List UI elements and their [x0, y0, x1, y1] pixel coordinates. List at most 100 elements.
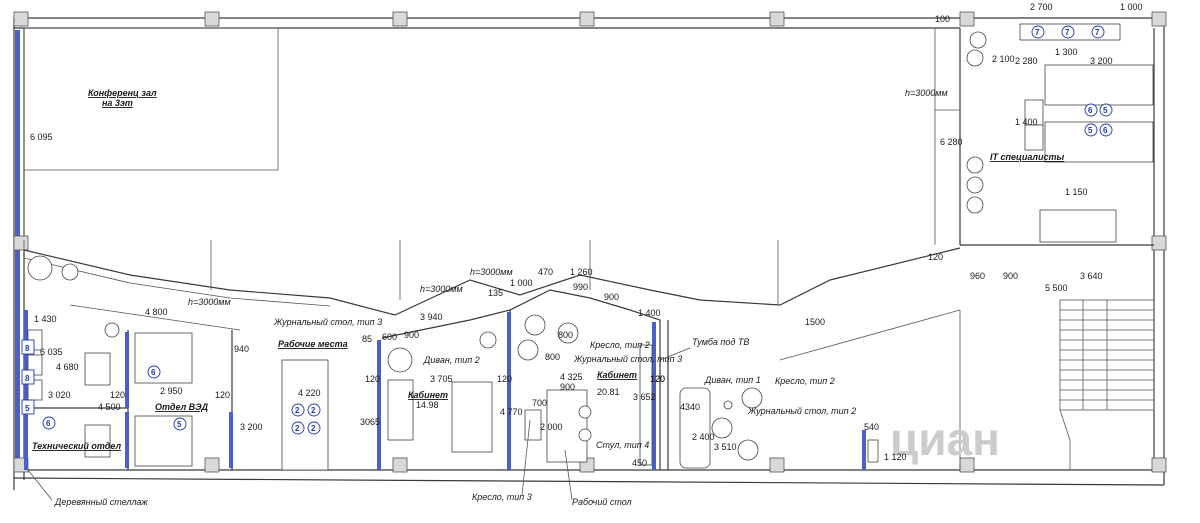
- dim: 4 770: [500, 407, 523, 417]
- dim: 2 100: [992, 54, 1015, 64]
- dim: 470: [538, 267, 553, 277]
- badge: [307, 421, 321, 435]
- badge-text: 2: [311, 424, 316, 433]
- dimensions: 2 700 1 000 100 2 100 1 300 2 280 3 200 …: [30, 2, 1143, 468]
- cabinet1-area: 14.98: [416, 400, 439, 410]
- dim: 4 500: [98, 402, 121, 412]
- badge: [291, 421, 305, 435]
- dim: 800: [545, 352, 560, 362]
- sofa2-label: Диван, тип 2: [423, 355, 480, 365]
- badge: [173, 417, 187, 431]
- dim: 1 000: [510, 278, 533, 288]
- it-label: IT специалисты: [990, 152, 1065, 162]
- journal-table2-label: Журнальный стол, тип 2: [747, 406, 856, 416]
- work-desk-label: Рабочий стол: [572, 497, 632, 507]
- dim: 2 000: [540, 422, 563, 432]
- dim: 4340: [680, 402, 700, 412]
- dim: 2 400: [692, 432, 715, 442]
- armchair-left: [27, 255, 53, 281]
- chair4-label: Стул, тип 4: [596, 440, 649, 450]
- dim: 85: [362, 334, 372, 344]
- dim: 3 705: [430, 374, 453, 384]
- dim: 3 510: [714, 442, 737, 452]
- dim: 700: [532, 398, 547, 408]
- dim: 900: [404, 330, 419, 340]
- badge-text: 8: [25, 344, 30, 353]
- height-label-right: h=3000мм: [905, 88, 948, 98]
- badge: [1031, 25, 1045, 39]
- badge-text: 8: [25, 374, 30, 383]
- dim: 3065: [360, 417, 380, 427]
- watermark: циан: [890, 413, 1000, 465]
- dim: 1 400: [1015, 117, 1038, 127]
- leader-lines: [27, 347, 691, 501]
- badge-text: 6: [151, 368, 156, 377]
- badge: [1099, 103, 1113, 117]
- badge-text: 2: [295, 424, 300, 433]
- badge: [21, 399, 35, 415]
- dim: 4 680: [56, 362, 79, 372]
- dim: 120: [650, 374, 665, 384]
- dim: 450: [632, 458, 647, 468]
- tv-stand-label: Тумба под ТВ: [692, 337, 749, 347]
- dim: 2 280: [1015, 56, 1038, 66]
- badge-text: 6: [1088, 106, 1093, 115]
- plant-left: [61, 263, 79, 281]
- badge: [1091, 25, 1105, 39]
- dim: 6 095: [30, 132, 53, 142]
- cabinet1-label: Кабинет: [408, 390, 448, 400]
- dim: 6 280: [940, 137, 963, 147]
- ved-label: Отдел ВЭД: [155, 402, 209, 412]
- dim: 120: [365, 374, 380, 384]
- badge: [21, 369, 35, 385]
- dim: 2 700: [1030, 2, 1053, 12]
- dim: 900: [560, 382, 575, 392]
- dim: 3 200: [1090, 56, 1113, 66]
- dim: 1 120: [884, 452, 907, 462]
- badge-text: 5: [25, 404, 30, 413]
- dim: 600: [382, 332, 397, 342]
- corridor-walls: [23, 240, 961, 470]
- dim: 4 800: [145, 307, 168, 317]
- dim: 960: [970, 271, 985, 281]
- dim: 3 652: [633, 392, 656, 402]
- conference-outline: [24, 27, 279, 171]
- height-label-mid2: h=3000мм: [420, 284, 463, 294]
- workplaces-label: Рабочие места: [278, 339, 348, 349]
- dim: 120: [650, 374, 665, 384]
- badge: [1061, 25, 1075, 39]
- dim: 990: [573, 282, 588, 292]
- dim: 120: [215, 390, 230, 400]
- conference-label-1: Конференц зал: [88, 88, 157, 98]
- badge: [1099, 123, 1113, 137]
- armchair3-label: Кресло, тип 3: [472, 492, 532, 502]
- dim: 4 220: [298, 388, 321, 398]
- badge: [42, 416, 56, 430]
- dim: 135: [488, 288, 503, 298]
- armchair2-b-label: Кресло, тип 2: [775, 376, 835, 386]
- dim: 1 000: [1120, 2, 1143, 12]
- dim: 3 640: [1080, 271, 1103, 281]
- dim: 900: [1003, 271, 1018, 281]
- badge: [147, 365, 161, 379]
- badge-text: 5: [1103, 106, 1108, 115]
- dim: 940: [234, 344, 249, 354]
- badge-text: 7: [1035, 28, 1040, 37]
- shelf-label: Деревянный стеллаж: [54, 497, 149, 507]
- dim: 1500: [805, 317, 825, 327]
- badge: [21, 339, 35, 355]
- stairs: [1059, 299, 1155, 470]
- height-label-left: h=3000мм: [188, 297, 231, 307]
- badge: [1084, 103, 1098, 117]
- dim: 120: [928, 252, 943, 262]
- dim: 3 940: [420, 312, 443, 322]
- badge-text: 7: [1065, 28, 1070, 37]
- dim: 900: [604, 292, 619, 302]
- dim: 6 035: [40, 347, 63, 357]
- lounge-furniture: [679, 387, 879, 469]
- dim: 3 200: [240, 422, 263, 432]
- it-furniture: [966, 23, 1154, 243]
- tech-label: Технический отдел: [32, 441, 121, 451]
- it-room-walls: [934, 28, 1154, 246]
- badge-text: 2: [295, 406, 300, 415]
